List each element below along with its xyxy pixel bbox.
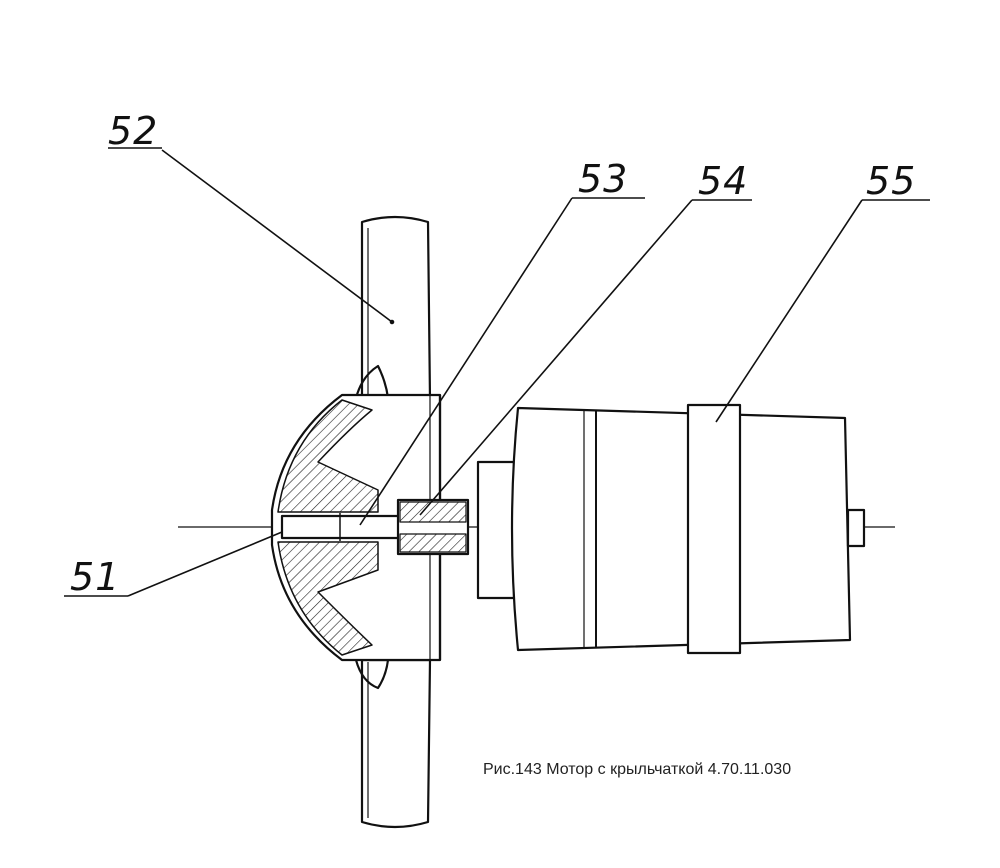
motor-band	[686, 403, 742, 655]
callout-55: 55	[866, 159, 917, 203]
callout-52: 52	[108, 109, 159, 153]
hub-shaft	[280, 514, 404, 540]
upper-blade-fillet	[354, 364, 390, 399]
motor-front-boss	[476, 460, 516, 600]
impeller-upper-blade	[360, 215, 432, 402]
impeller-lower-blade	[360, 658, 432, 829]
hub-hatched-lower	[277, 541, 379, 656]
motor-body	[510, 406, 852, 652]
figure-caption: Рис.143 Мотор с крыльчаткой 4.70.11.030	[483, 761, 792, 778]
callout-51: 51	[70, 555, 121, 599]
hub-hatched-upper	[277, 399, 379, 513]
lower-blade-fillet	[354, 659, 390, 690]
motor-rear-shaft	[846, 508, 866, 548]
callout-54: 54	[698, 159, 749, 203]
callout-53: 53	[578, 157, 629, 201]
